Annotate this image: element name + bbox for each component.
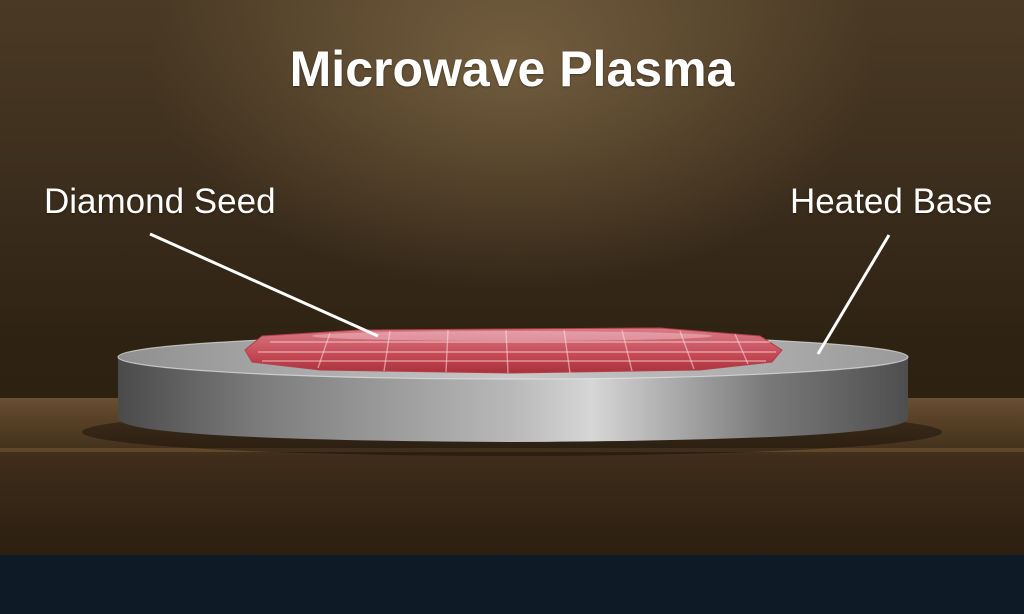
heated-base-label: Heated Base [790,182,993,221]
seed-plate-body [244,327,783,374]
diagram-title: Microwave Plasma [289,41,735,97]
scene-background: Microwave Plasma Diamond Seed Heated Bas… [0,0,1024,555]
disk-side [118,358,908,442]
illustration [82,232,942,456]
seed-highlight [312,331,712,341]
diamond-seed-plate [244,327,783,374]
table-edge [0,448,1024,452]
seed-grid [258,329,776,374]
diamond-seed-label: Diamond Seed [44,182,276,221]
heated-base-pointer [816,234,891,355]
bottom-bar [0,555,1024,614]
diamond-seed-pointer [149,232,379,338]
